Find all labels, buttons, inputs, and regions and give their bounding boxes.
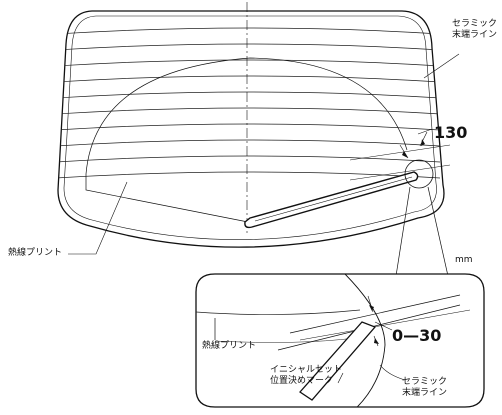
detail-box	[195, 273, 485, 408]
heating-print-detail-label: 熱線プリント	[202, 341, 257, 351]
initial-set-mark-label: イニシャルセット 位置決めマーク	[270, 365, 343, 386]
dimension-130-label: 130	[434, 123, 468, 142]
dimension-0-30-label: 0—30	[392, 326, 442, 345]
ceramic-edge-line	[63, 15, 437, 240]
ceramic-edge-line-detail-label: セラミック 末端ライン	[402, 377, 448, 398]
ceramic-edge-line-label: セラミック 末端ライン	[452, 19, 498, 40]
heating-print-lines	[58, 27, 441, 179]
heating-print-label: 熱線プリント	[8, 248, 63, 258]
glass-outline	[57, 10, 445, 248]
detail-callout-circle	[404, 159, 434, 189]
unit-label: mm	[455, 255, 473, 265]
wiper-sweep-arc	[85, 57, 408, 223]
detail-content	[196, 274, 471, 407]
